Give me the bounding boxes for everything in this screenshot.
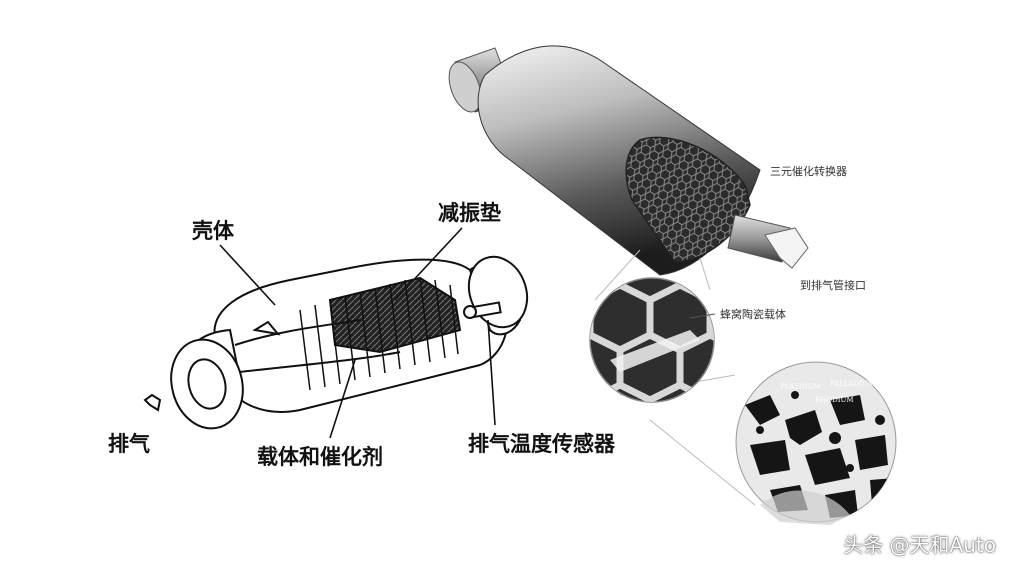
exhaust-puff-icon [143, 393, 162, 412]
left-converter-drawing [143, 255, 529, 430]
honeycomb-cutaway [625, 136, 751, 263]
temp-sensor-head [463, 305, 477, 319]
shell-vent [252, 320, 281, 336]
leader-sensor [487, 319, 496, 426]
label-three-way-converter: 三元催化转换器 [770, 165, 847, 178]
heat-shield-line [234, 319, 361, 346]
label-exhaust: 排气 [108, 431, 150, 456]
heat-shield-line-2 [239, 351, 401, 373]
micro-label-3: RHODIUM [815, 396, 854, 404]
inlet-pipe-end [448, 61, 482, 113]
label-carrier-catalyst: 载体和催化剂 [257, 444, 383, 469]
label-to-exhaust-pipe: 到排气管接口 [800, 279, 866, 292]
leader-ceramic [689, 313, 716, 319]
label-exhaust-temp-sensor: 排气温度传感器 [468, 431, 615, 456]
micro-structure [735, 361, 897, 525]
label-damping-pad: 减振垫 [438, 200, 501, 225]
magnified-honeycomb [589, 277, 715, 403]
leader-damping [394, 227, 463, 301]
leader-shell [219, 244, 276, 306]
exhaust-out-arrow [764, 227, 809, 269]
micro-label-2: PALLADIUM [830, 380, 875, 388]
micro-label-1: PLATINUM [780, 383, 821, 391]
leader-carrier [329, 359, 356, 439]
label-shell: 壳体 [192, 218, 234, 243]
left-leader-lines [219, 227, 496, 439]
watermark: 头条 @天和Auto [843, 533, 996, 557]
right-converter-render [448, 45, 809, 276]
label-ceramic-carrier: 蜂窝陶瓷载体 [720, 308, 786, 321]
inlet-opening [187, 358, 227, 410]
